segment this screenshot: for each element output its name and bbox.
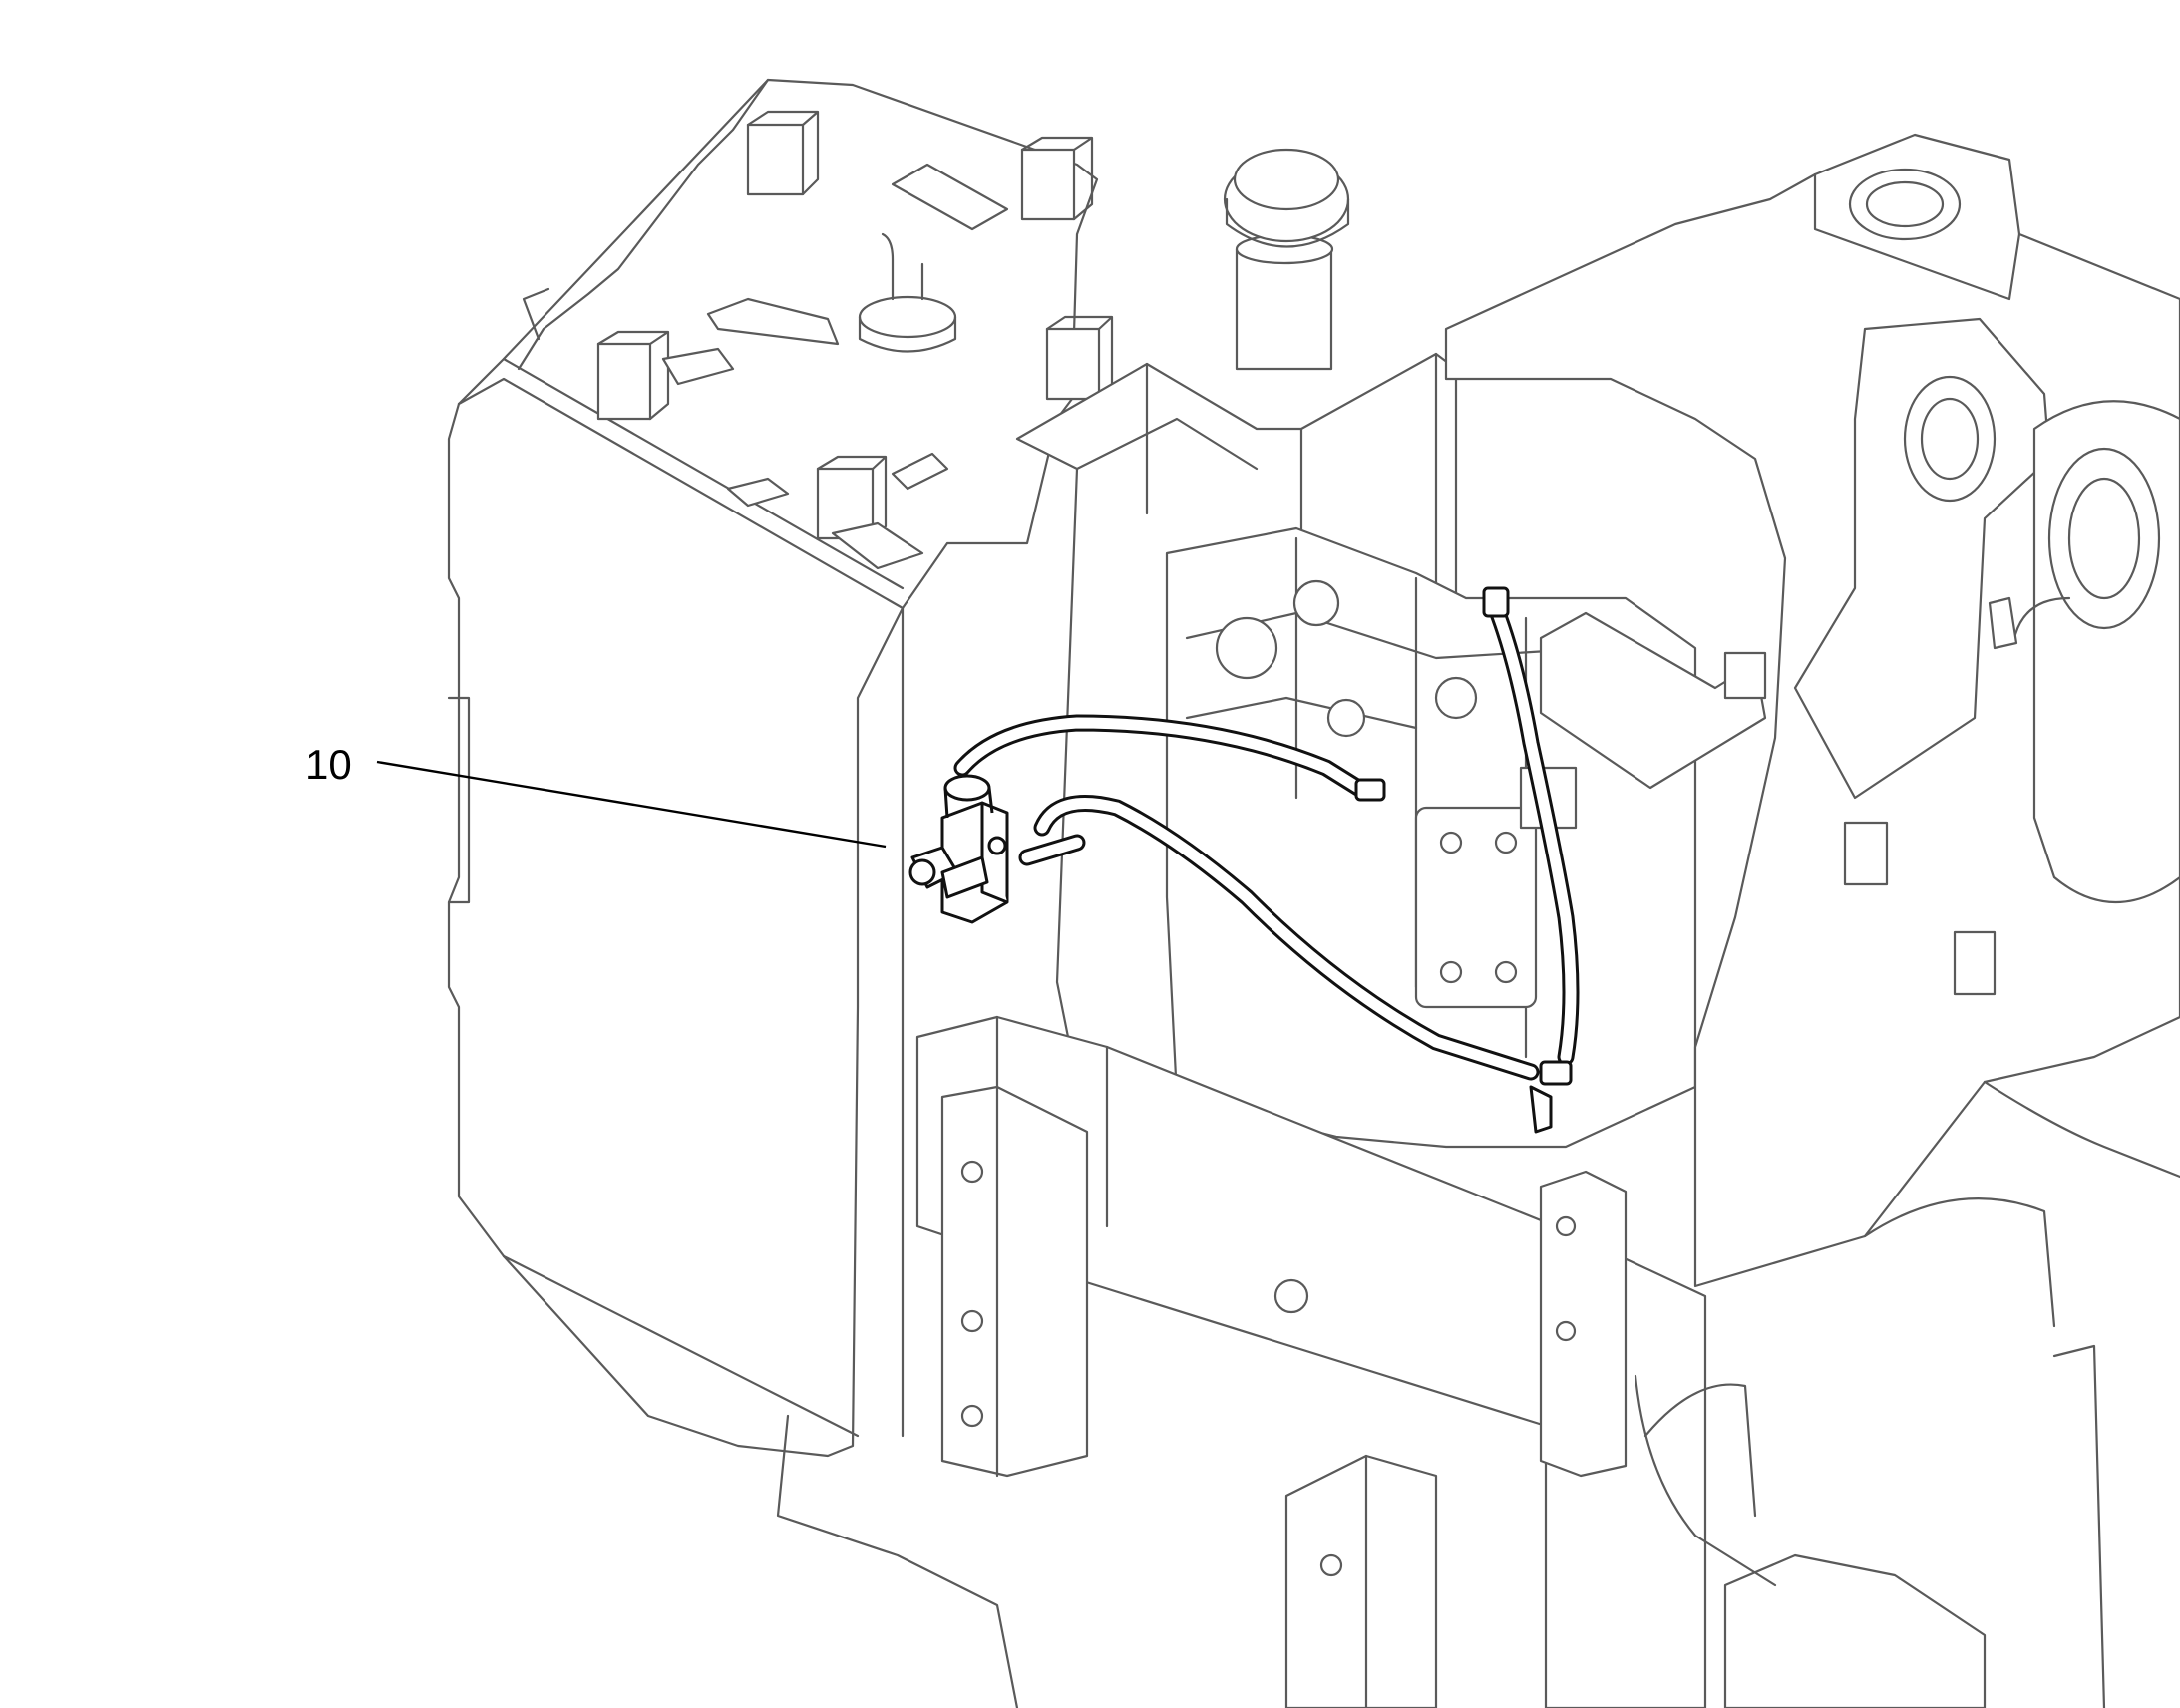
callout-leader-line (376, 760, 887, 849)
machine-frame-outline (447, 78, 2180, 1708)
hydraulic-hoses (953, 594, 1580, 1081)
callout-10: 10 (305, 741, 887, 849)
valve-block-part (908, 586, 1573, 1134)
callout-number: 10 (305, 741, 352, 788)
